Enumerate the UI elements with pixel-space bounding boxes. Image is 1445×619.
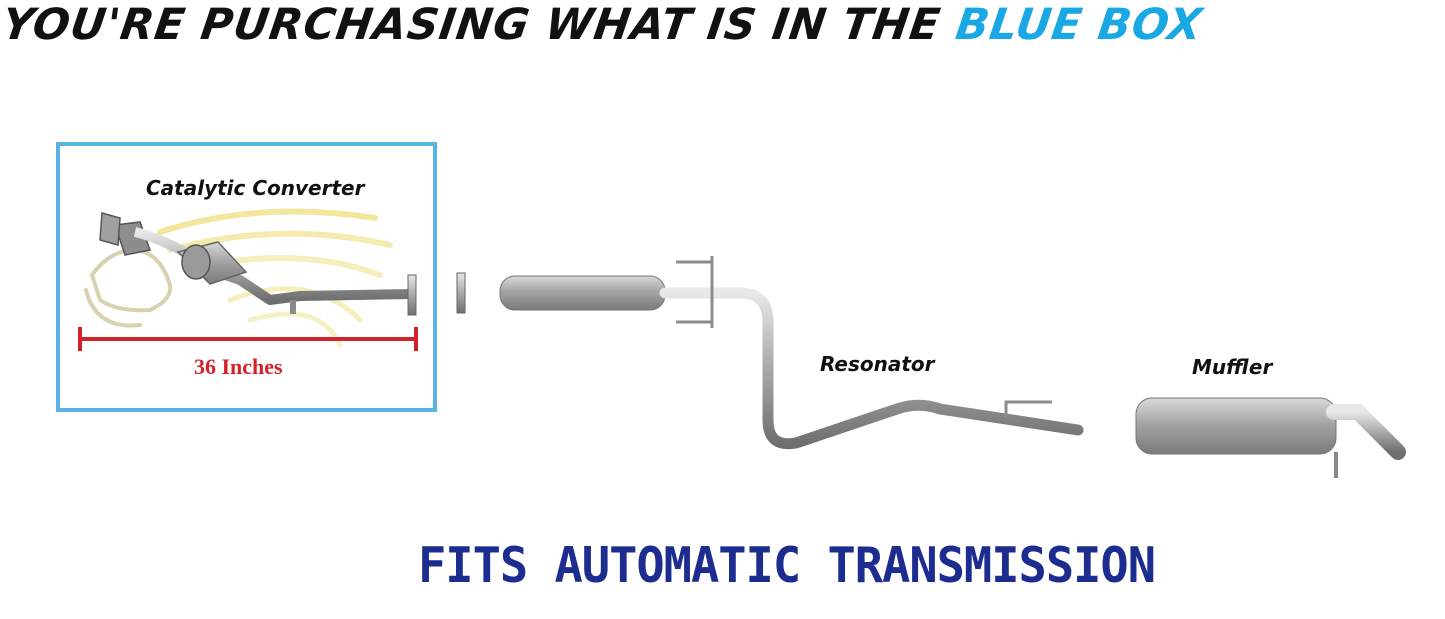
transmission-note: FITS AUTOMATIC TRANSMISSION	[418, 536, 1156, 595]
resonator-part	[456, 256, 1084, 450]
blue-box-highlight	[56, 142, 437, 412]
catalytic-converter-label: Catalytic Converter	[146, 176, 365, 200]
measurement-line	[78, 327, 418, 351]
muffler-part	[1118, 397, 1406, 478]
resonator-label: Resonator	[820, 352, 935, 376]
catalytic-converter-part	[99, 212, 417, 316]
measurement-label: 36 Inches	[194, 354, 283, 379]
muffler-label: Muffler	[1192, 355, 1273, 379]
